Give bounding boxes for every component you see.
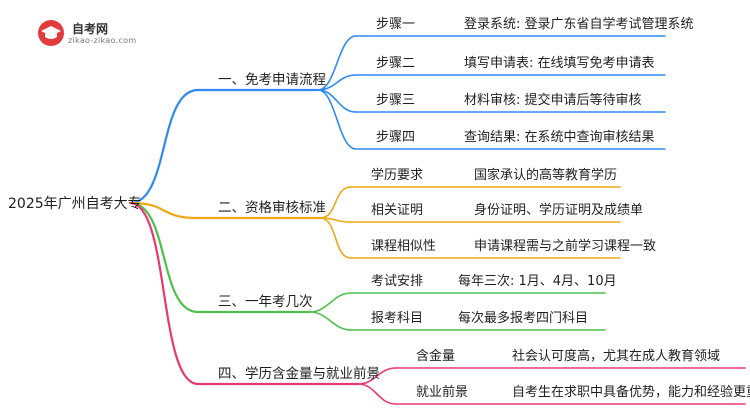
root-topic: 2025年广州自考大专 <box>8 196 142 212</box>
leaf-value: 登录系统: 登录广东省自学考试管理系统 <box>464 17 694 32</box>
branch-label: 二、资格审核标准 <box>218 200 326 216</box>
leaf-connector <box>357 367 397 385</box>
leaf-connector <box>319 186 352 219</box>
leaf-key: 相关证明 <box>371 203 424 218</box>
leaf-connector <box>317 89 357 150</box>
leaf-key: 步骤三 <box>376 93 416 108</box>
leaf-value: 社会认可度高，尤其在成人教育领域 <box>512 349 721 364</box>
leaf-value: 每年三次: 1月、4月、10月 <box>458 274 617 289</box>
branch-connector <box>128 201 200 314</box>
branch-label: 一、免考申请流程 <box>218 72 326 88</box>
leaf-key: 就业前景 <box>416 385 469 400</box>
leaf-key: 报考科目 <box>371 311 424 326</box>
leaf-key: 含金量 <box>416 349 456 364</box>
leaf-key: 步骤一 <box>376 17 416 32</box>
leaf-connector <box>317 35 357 91</box>
leaf-value: 查询结果: 在系统中查询审核结果 <box>464 130 655 145</box>
branch-connector <box>128 88 200 205</box>
leaf-value: 自考生在求职中具备优势，能力和经验更重要 <box>512 385 750 400</box>
leaf-connector <box>309 292 352 313</box>
branch-label: 四、学历含金量与就业前景 <box>218 366 380 382</box>
logo-subtitle: zikao-zikao.com <box>68 36 137 45</box>
leaf-value: 材料审核: 提交申请后等待审核 <box>464 93 642 108</box>
graduation-cap-icon <box>38 20 64 46</box>
leaf-value: 申请课程需与之前学习课程一致 <box>474 239 657 254</box>
leaf-connector <box>317 74 357 91</box>
branch-connector <box>128 201 200 386</box>
logo-title: 自考网 <box>72 22 109 36</box>
leaf-value: 每次最多报考四门科目 <box>458 311 589 326</box>
leaf-connector <box>309 311 352 331</box>
leaf-key: 学历要求 <box>371 168 424 183</box>
leaf-connector <box>357 383 397 405</box>
leaf-key: 步骤二 <box>376 56 416 71</box>
leaf-value: 国家承认的高等教育学历 <box>474 168 618 183</box>
leaf-key: 步骤四 <box>376 130 416 145</box>
leaf-connector <box>319 217 352 259</box>
leaf-value: 身份证明、学历证明及成绩单 <box>474 203 644 218</box>
leaf-key: 考试安排 <box>371 274 424 289</box>
leaf-value: 填写申请表: 在线填写免考申请表 <box>464 56 655 71</box>
branch-label: 三、一年考几次 <box>218 294 313 310</box>
branch-connector <box>128 201 200 220</box>
site-logo: 自考网 zikao-zikao.com <box>38 18 168 50</box>
leaf-key: 课程相似性 <box>371 239 437 254</box>
